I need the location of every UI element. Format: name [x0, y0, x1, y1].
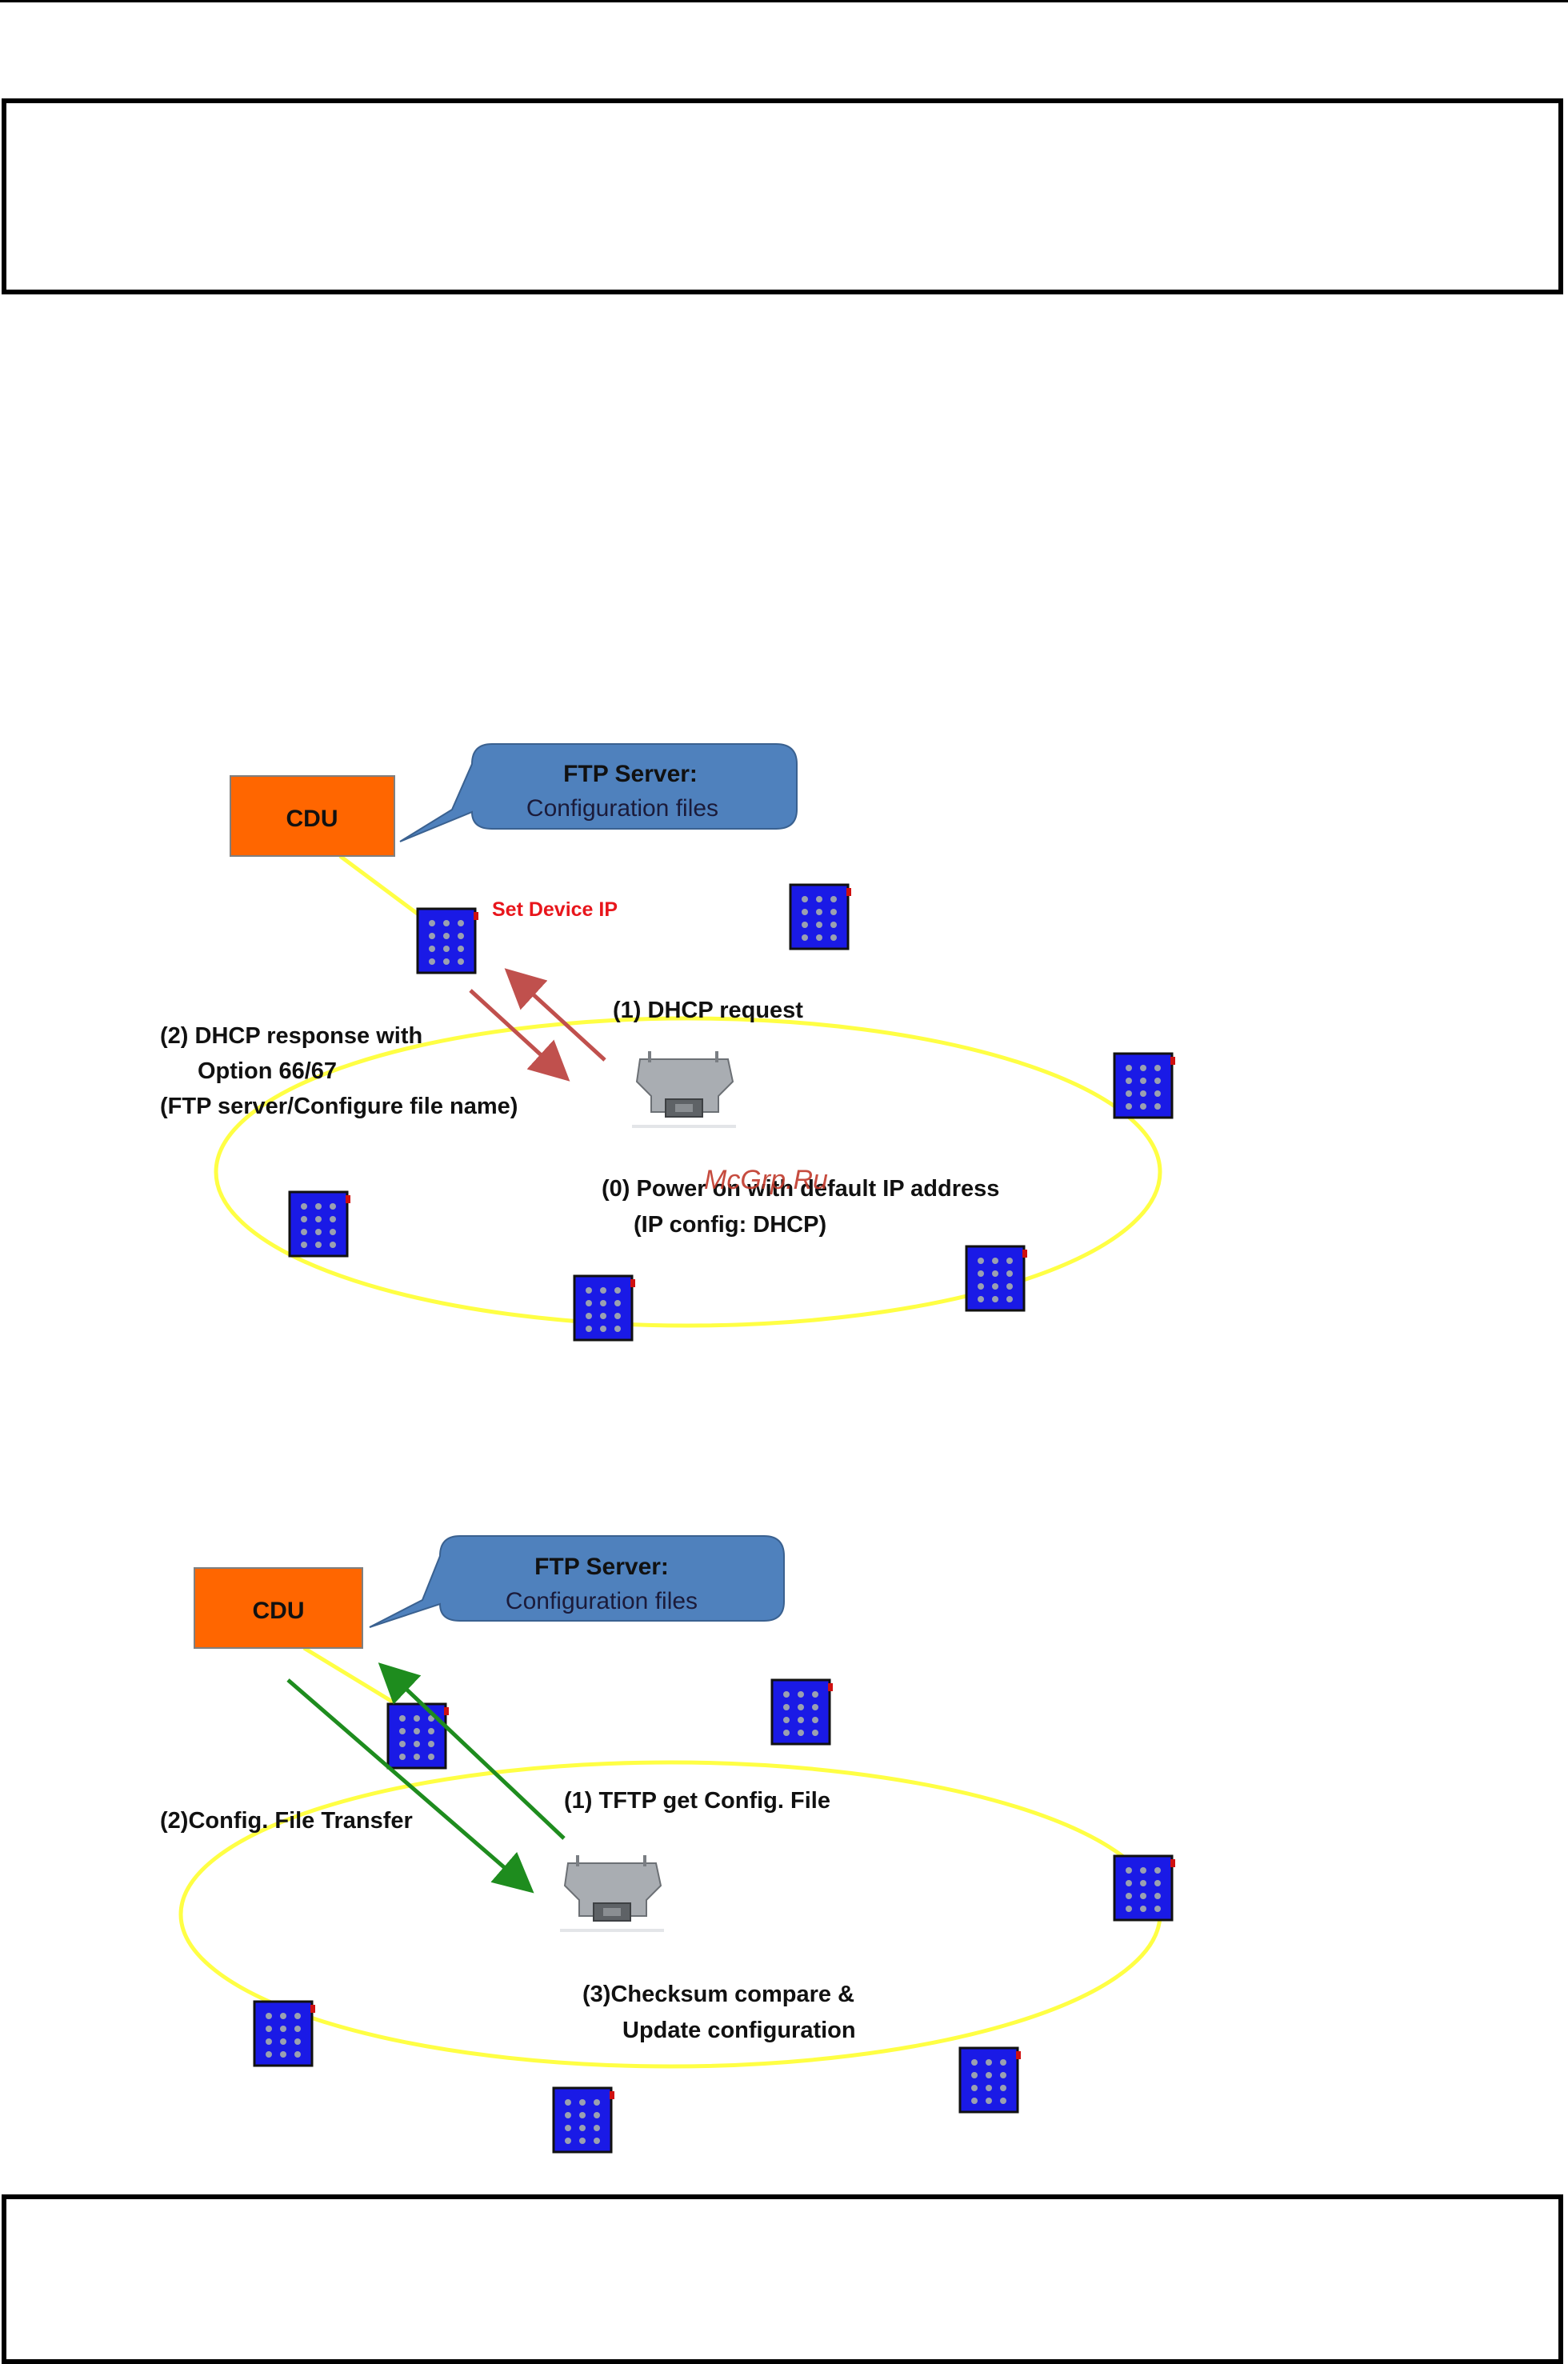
tftp-get-label: (1) TFTP get Config. File [564, 1788, 830, 1814]
ftp-server-callout [369, 1535, 785, 1628]
switch-icon [1113, 1052, 1177, 1119]
ftp-server-subtitle: Configuration files [526, 795, 718, 822]
watermark-text: McGrp.Ru [704, 1165, 828, 1195]
checksum-line1: (3)Checksum compare & [582, 1982, 854, 2007]
cdu-box [230, 775, 395, 857]
switch-icon [253, 2000, 317, 2067]
device-icon [631, 1050, 737, 1129]
cdu-uplink [302, 1646, 395, 1705]
ftp-server-callout [399, 743, 798, 842]
network-ring [214, 1016, 1162, 1328]
file-transfer-arrow [286, 1678, 534, 1894]
switch-icon [789, 883, 853, 950]
ftp-server-title: FTP Server: [534, 1554, 669, 1580]
dhcp-response-line3: (FTP server/Configure file name) [160, 1094, 518, 1119]
ftp-server-subtitle: Configuration files [506, 1588, 698, 1614]
switch-icon [386, 1702, 450, 1770]
dhcp-provisioning-diagram: CDU FTP Server: Configuration files Set … [160, 743, 1177, 1342]
ftp-server-title: FTP Server: [563, 761, 698, 787]
power-on-line2: (IP config: DHCP) [634, 1212, 826, 1238]
cdu-uplink [338, 854, 430, 924]
power-on-line1: (0) Power on with default IP address [602, 1176, 999, 1202]
switch-icon [552, 2086, 616, 2154]
dhcp-response-line1: (2) DHCP response with [160, 1023, 422, 1049]
switch-icon [770, 1678, 834, 1746]
cdu-box [194, 1567, 363, 1649]
switch-icon [1113, 1854, 1177, 1922]
tftp-config-diagram: CDU FTP Server: Configuration files (1) … [160, 1535, 1177, 2154]
switch-icon [416, 907, 480, 974]
checksum-line2: Update configuration [622, 2018, 856, 2043]
dhcp-response-arrow [469, 989, 570, 1082]
file-transfer-label: (2)Config. File Transfer [160, 1808, 413, 1834]
tftp-get-arrow [378, 1662, 566, 1840]
footer-frame-box [2, 2194, 1563, 2364]
header-frame-box [2, 98, 1563, 294]
page-top-rule [0, 0, 1568, 2]
device-icon [559, 1854, 665, 1933]
switch-icon [965, 1245, 1029, 1312]
switch-icon [288, 1190, 352, 1258]
set-device-ip-label: Set Device IP [492, 898, 618, 921]
dhcp-request-arrow [504, 968, 606, 1062]
switch-icon [573, 1274, 637, 1342]
dhcp-request-label: (1) DHCP request [613, 998, 803, 1023]
cdu-label: CDU [286, 806, 338, 832]
cdu-label: CDU [253, 1598, 305, 1624]
dhcp-response-line2: Option 66/67 [198, 1058, 337, 1084]
switch-icon [958, 2046, 1022, 2114]
